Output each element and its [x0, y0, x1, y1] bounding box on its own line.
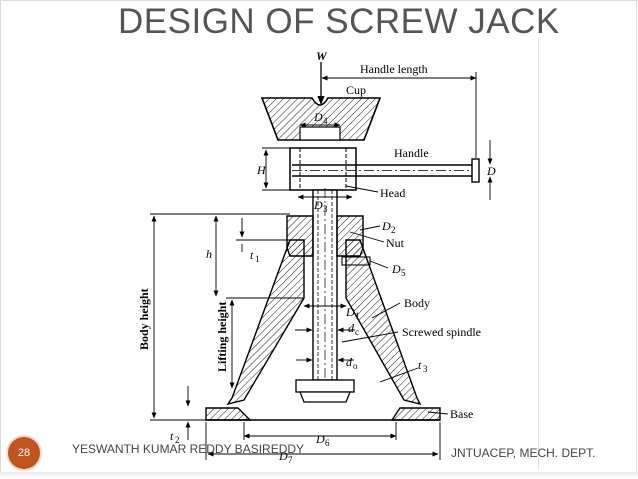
- page-number-badge: 28: [8, 437, 40, 469]
- cup-part: [260, 97, 382, 141]
- label-dc: d: [348, 321, 355, 335]
- diagram-labels: W Handle length Cup D 4 Handle H D Head …: [137, 49, 496, 465]
- svg-text:3: 3: [423, 364, 428, 374]
- svg-text:2: 2: [391, 225, 396, 235]
- label-d3: D: [313, 198, 323, 212]
- vertical-rule: [538, 38, 539, 470]
- body-part: [205, 239, 441, 421]
- label-d1: D: [345, 305, 355, 319]
- label-body-height: Body height: [137, 288, 151, 350]
- label-nut: Nut: [386, 236, 405, 250]
- label-d7: D: [278, 449, 288, 463]
- svg-text:3: 3: [323, 204, 328, 214]
- label-t1: t: [250, 248, 254, 262]
- bottom-shadow: [0, 472, 638, 478]
- footer-department: JNTUACEP, MECH. DEPT.: [451, 446, 596, 460]
- label-d6: D: [315, 432, 325, 446]
- label-body: Body: [404, 296, 430, 310]
- handle-part: [292, 158, 480, 183]
- label-t2: t: [170, 429, 174, 443]
- label-screwed-spindle: Screwed spindle: [402, 325, 481, 339]
- label-d2: D: [381, 219, 391, 233]
- label-lifting-height: Lifting height: [215, 302, 229, 372]
- svg-text:1: 1: [355, 311, 360, 321]
- dimension-lines: [150, 72, 493, 460]
- label-h-head: H: [256, 163, 267, 177]
- slide-title: DESIGN OF SCREW JACK: [118, 2, 560, 41]
- svg-text:4: 4: [323, 116, 328, 126]
- label-handle-length: Handle length: [360, 62, 428, 76]
- label-cup: Cup: [346, 83, 366, 97]
- spindle-part: [312, 188, 338, 400]
- label-d4: D: [313, 110, 323, 124]
- svg-text:c: c: [355, 327, 359, 337]
- head-part: [289, 147, 357, 191]
- label-head: Head: [380, 186, 405, 200]
- label-h-nut: h: [206, 247, 212, 261]
- label-w: W: [316, 49, 328, 63]
- svg-text:5: 5: [401, 268, 406, 278]
- svg-text:o: o: [353, 361, 358, 371]
- label-base: Base: [450, 407, 473, 421]
- label-t3: t: [418, 358, 422, 372]
- svg-text:2: 2: [175, 435, 180, 445]
- svg-text:7: 7: [288, 455, 293, 465]
- label-handle: Handle: [394, 146, 429, 160]
- label-d5: D: [391, 262, 401, 276]
- svg-text:1: 1: [255, 254, 260, 264]
- label-d-handle: D: [486, 164, 496, 178]
- label-do: d: [346, 355, 353, 369]
- footer-author: YESWANTH KUMAR REDDY BASIREDDY: [72, 442, 305, 456]
- svg-text:6: 6: [325, 438, 330, 448]
